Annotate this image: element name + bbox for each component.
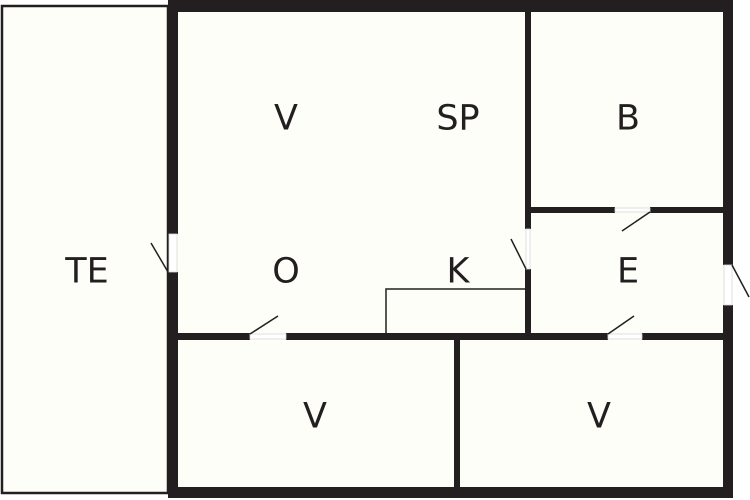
room-label-entry: E [616,251,640,292]
door-swing-bedroom-right [607,315,635,335]
wall-right-upper [723,0,733,265]
kitchen-counter [385,288,526,334]
wall-sp-b [525,10,531,229]
door-swing-terrace [150,242,169,273]
wall-k-e [525,269,531,339]
wall-left-upper [168,0,178,234]
opening-kitchen-hall [525,228,531,270]
wall-left-lower [168,272,178,498]
door-openings [168,207,733,340]
wall-right-lower [723,305,733,498]
room-label-bedroom-top: V [274,98,298,139]
wall-b-e-right [650,207,725,213]
wall-mid-a [175,333,250,340]
wall-top [168,0,733,12]
interior-walls [175,10,725,490]
room-label-kitchen: K [446,251,470,292]
opening-bath [614,207,651,213]
opening-terrace [168,233,178,273]
door-swing-entrance [731,264,750,298]
door-swings [150,211,750,335]
room-label-bedroom-bottom-left: V [303,396,327,437]
door-swing-bath [621,211,651,232]
room-label-living: O [272,251,300,292]
room-label-bathroom: B [615,98,641,139]
room-label-terrace: TE [65,251,109,292]
wall-b-e-left [525,207,615,213]
house-floor [170,2,732,496]
wall-bottom [168,487,733,498]
room-label-dining: SP [436,98,480,139]
outer-walls [168,0,733,498]
door-swing-bedroom-left [249,315,279,335]
wall-bottom-bedrooms [454,338,460,490]
terrace-area [0,4,170,495]
opening-entrance [723,264,733,306]
wall-mid-c [642,333,725,340]
opening-bedroom-left [249,333,287,340]
opening-bedroom-right [607,333,643,340]
room-label-bedroom-bottom-right: V [587,396,611,437]
door-swing-kitchen-hall [510,238,527,270]
wall-mid-b [286,333,608,340]
